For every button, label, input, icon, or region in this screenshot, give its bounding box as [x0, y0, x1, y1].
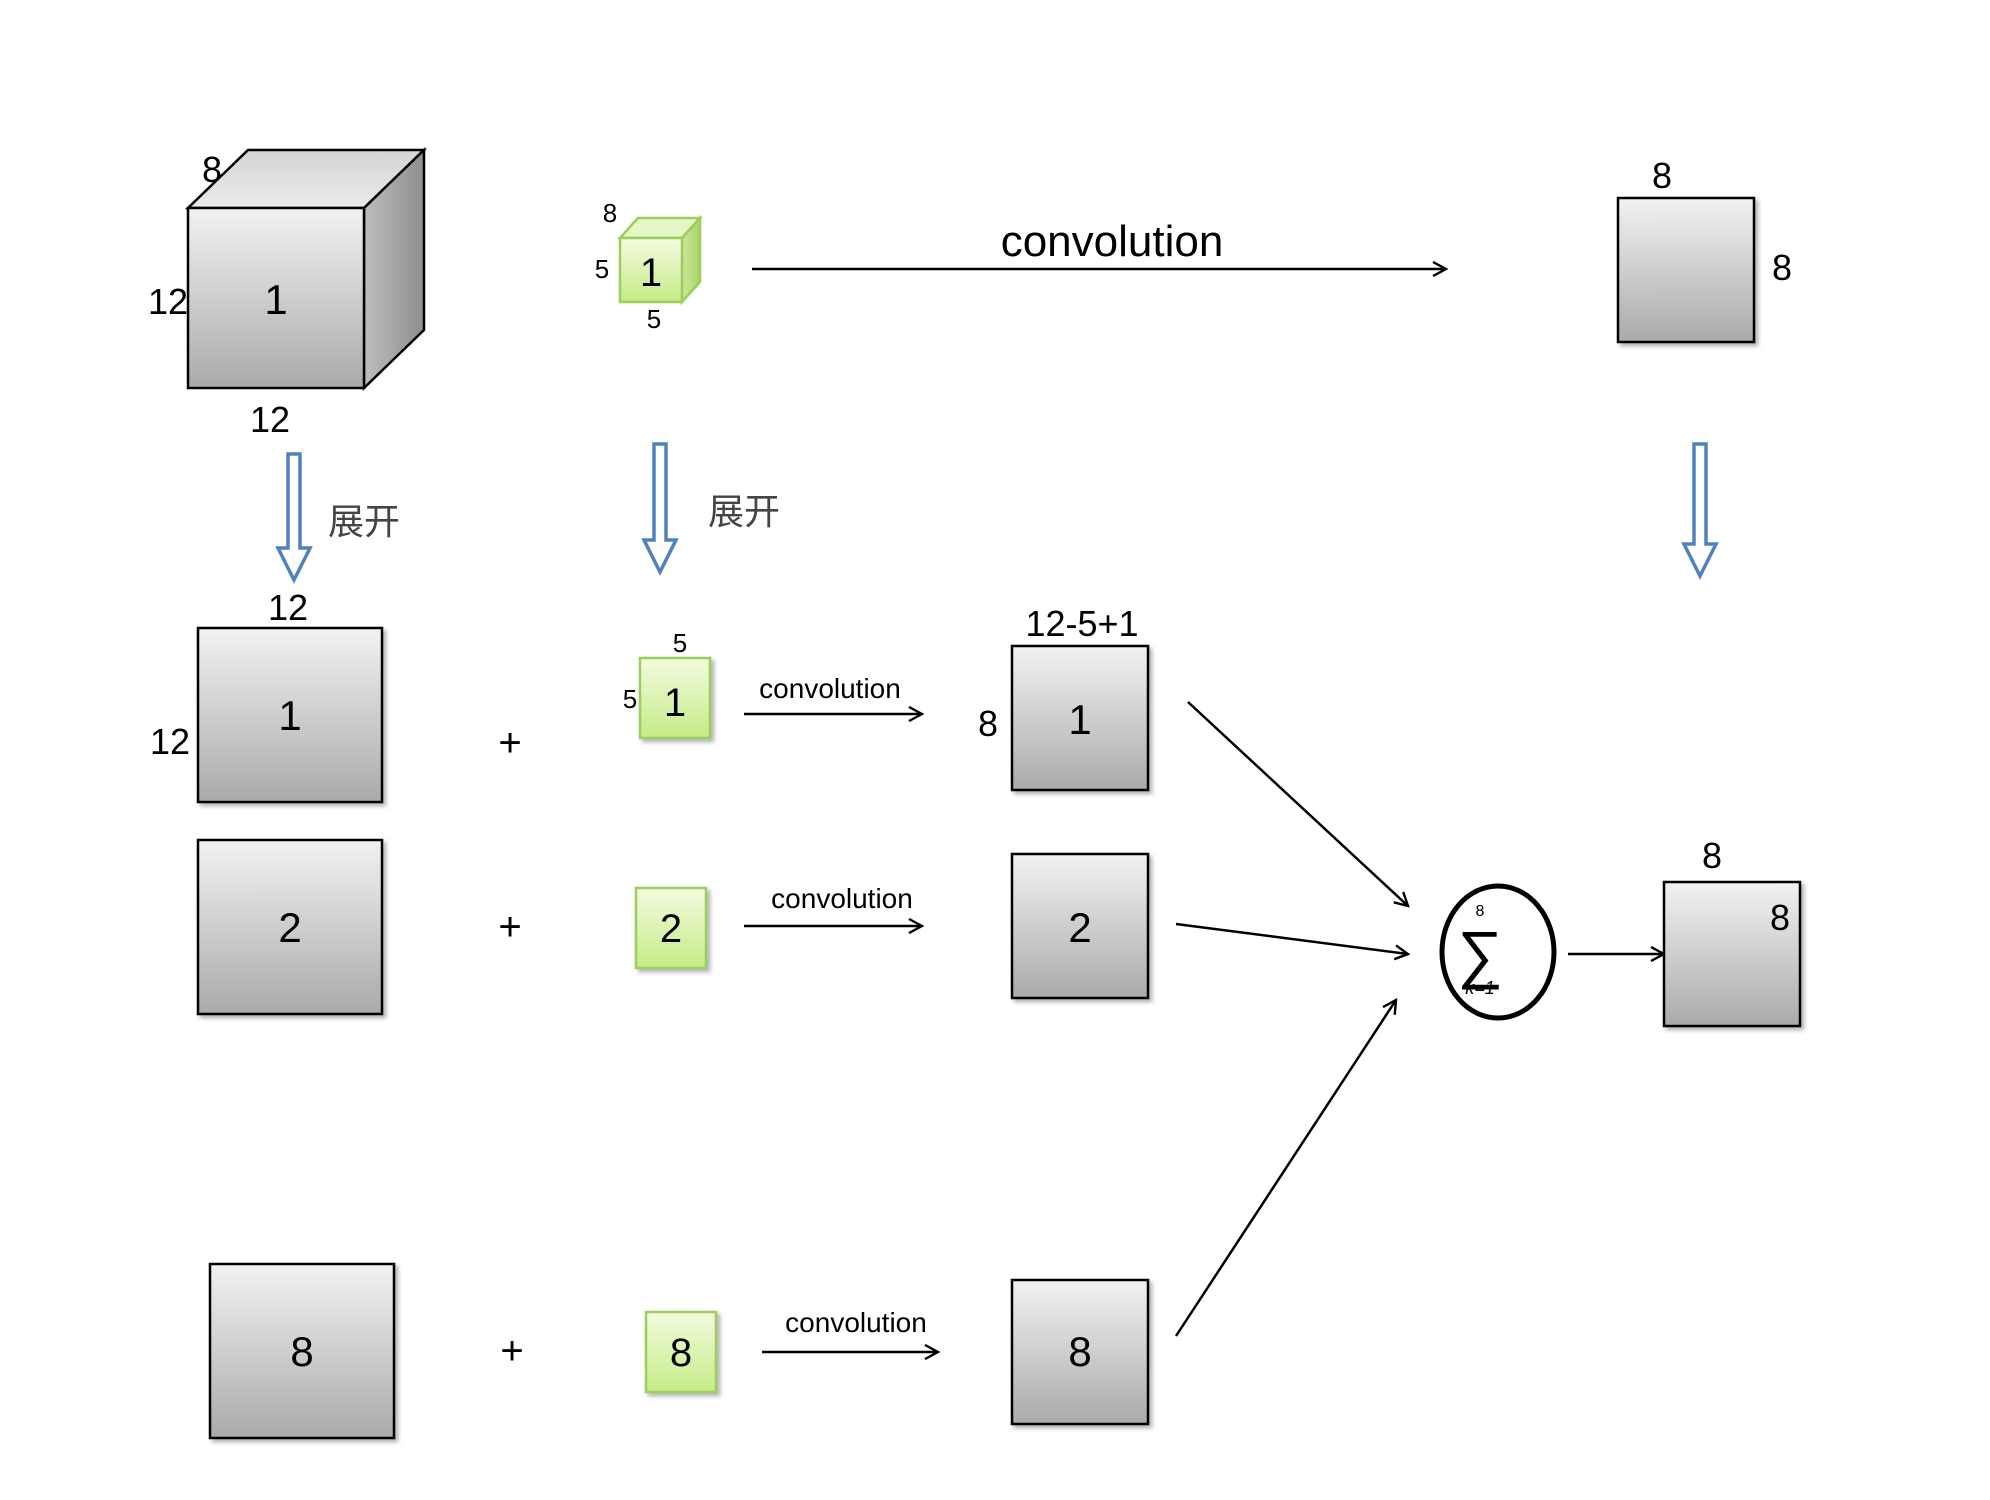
input-cube-height-dim: 12	[148, 281, 188, 322]
kernel-slice-2-label: 2	[660, 907, 682, 951]
kernel-slice-1-label: 1	[664, 681, 686, 725]
top-output-top-dim: 8	[1652, 155, 1672, 196]
kernel-cube: 1	[617, 214, 703, 306]
input-slice-1-left-dim: 12	[150, 721, 190, 762]
plus-sign-1: +	[498, 721, 521, 765]
kernel-slice-1	[638, 656, 712, 740]
final-output-top-dim: 8	[1702, 835, 1722, 876]
kernel-slice-1-left-dim: 5	[623, 684, 637, 714]
convolution-label-1: convolution	[759, 673, 901, 704]
result-map-2-label: 2	[1068, 904, 1091, 951]
input-cube-depth-dim: 8	[202, 149, 222, 190]
top-convolution-label: convolution	[1001, 217, 1224, 266]
plus-sign-2: +	[498, 905, 521, 949]
kernel-slice-8	[644, 1310, 718, 1394]
kernel-slice-1-top-dim: 5	[673, 628, 687, 658]
input-cube-label: 1	[264, 276, 287, 323]
kernel-cube-width-dim: 5	[647, 304, 661, 334]
result-map-8-label: 8	[1068, 1328, 1091, 1375]
kernel-cube-label: 1	[640, 251, 662, 295]
result-map-8	[1010, 1278, 1150, 1426]
summation-lower-limit: k=1	[1465, 978, 1495, 998]
input-slice-2	[196, 838, 384, 1016]
kernel-slice-2	[634, 886, 708, 970]
sum-arrow-from-2	[1175, 922, 1408, 954]
expand-label-middle: 展开	[708, 492, 780, 533]
plus-sign-8: +	[500, 1329, 523, 1373]
input-slice-1-label: 1	[278, 692, 301, 739]
result-map-1-left-dim: 8	[978, 703, 998, 744]
sum-arrow-from-1	[1187, 701, 1408, 906]
result-map-1	[1010, 644, 1150, 792]
top-output-right-dim: 8	[1772, 247, 1792, 288]
input-volume-cube: 1	[184, 147, 428, 391]
final-output-inner-dim: 8	[1770, 897, 1790, 938]
expand-label-left: 展开	[328, 502, 400, 543]
convolution-label-2: convolution	[771, 883, 913, 914]
input-slice-1	[196, 626, 384, 804]
top-output-square	[1616, 196, 1756, 344]
input-cube-width-dim: 12	[250, 399, 290, 440]
summation-node: ∑ 8 k=1	[1439, 883, 1557, 1021]
result-map-1-label: 1	[1068, 696, 1091, 743]
expand-arrow-left	[275, 452, 313, 584]
summation-symbol: ∑	[1457, 918, 1503, 990]
input-slice-2-label: 2	[278, 904, 301, 951]
result-map-2	[1010, 852, 1150, 1000]
input-slice-1-top-dim: 12	[268, 587, 308, 628]
kernel-cube-height-dim: 5	[595, 254, 609, 284]
input-slice-8	[208, 1262, 396, 1440]
expand-arrow-right	[1681, 442, 1719, 580]
kernel-slice-8-label: 8	[670, 1331, 692, 1375]
input-slice-8-label: 8	[290, 1328, 313, 1375]
expand-arrow-middle	[641, 442, 679, 576]
summation-upper-limit: 8	[1476, 903, 1485, 920]
final-output-square	[1662, 880, 1802, 1028]
kernel-cube-depth-dim: 8	[603, 198, 617, 228]
result-map-1-top-dim: 12-5+1	[1025, 603, 1138, 644]
sum-arrow-from-8	[1174, 1000, 1396, 1337]
convolution-label-8: convolution	[785, 1307, 927, 1338]
